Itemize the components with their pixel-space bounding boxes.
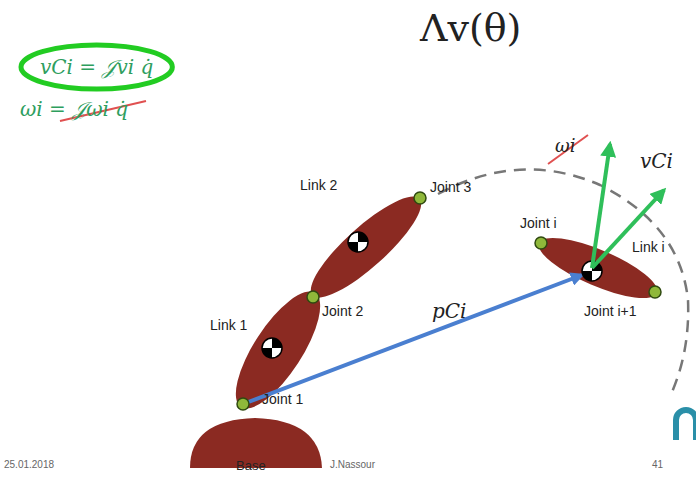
vector-label: pCi	[432, 300, 467, 322]
equation-text: ωi = 𝒥ωi q̇	[20, 98, 128, 120]
strike-line	[548, 135, 588, 164]
part-label: Base	[236, 459, 266, 473]
part-label: Joint 1	[262, 392, 303, 407]
joint-dots	[237, 192, 661, 410]
page-number: 41	[652, 459, 663, 470]
footer-author: J.Nassour	[330, 459, 375, 470]
link-shape	[221, 280, 335, 420]
part-label: Joint i	[520, 216, 557, 231]
equation-text: vCi = 𝒥vi q̇	[40, 56, 175, 78]
part-label: Link i	[632, 240, 665, 255]
slide-title: Λv(θ)	[420, 8, 521, 50]
part-label: Joint i+1	[584, 304, 637, 319]
com-symbol	[348, 232, 368, 252]
footer-date: 25.01.2018	[4, 459, 54, 470]
equation-ellipse: vCi = 𝒥vi q̇	[18, 42, 175, 92]
part-label: Link 1	[210, 318, 247, 333]
position-vector	[243, 275, 582, 404]
vector-label: vCi	[640, 150, 673, 172]
com-symbol	[262, 338, 282, 358]
link-shape	[299, 184, 433, 310]
part-label: Joint 3	[430, 180, 471, 195]
part-label: Joint 2	[322, 304, 363, 319]
vector-label: ωi	[555, 136, 575, 156]
part-label: Link 2	[300, 178, 337, 193]
nav-icon	[676, 410, 696, 440]
linear-velocity-arrow	[592, 190, 664, 268]
